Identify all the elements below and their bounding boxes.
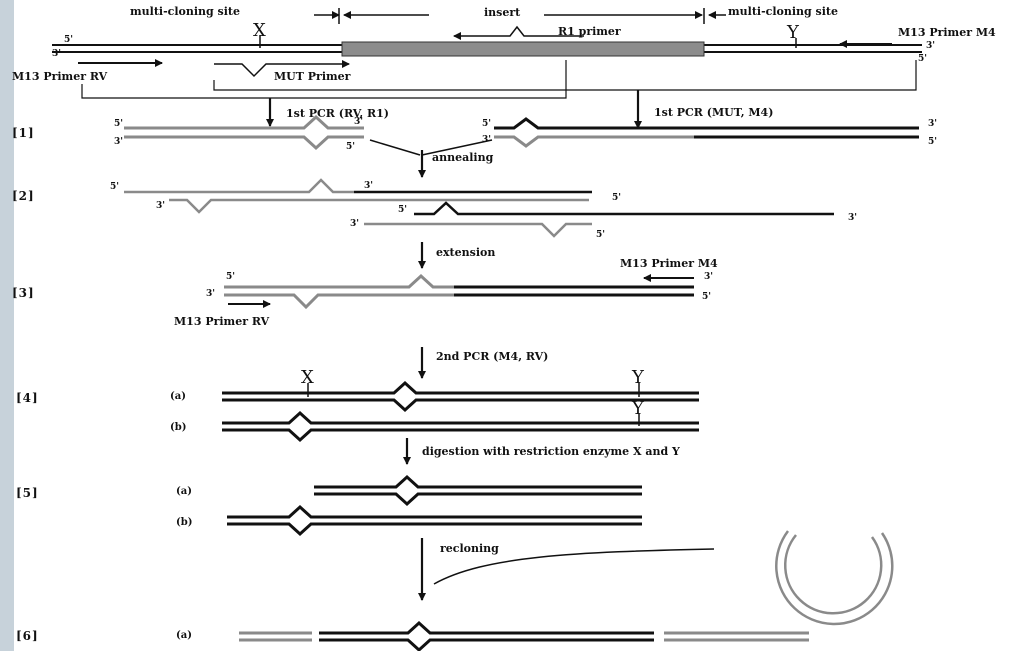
insert-label: insert — [484, 6, 521, 19]
s3-end-3a: 3' — [206, 289, 216, 299]
end-5-top-left: 5' — [64, 35, 74, 45]
step-6-label: [6] — [16, 629, 39, 643]
m13-rv-label: M13 Primer RV — [12, 70, 108, 83]
pcr1-right-label: 1st PCR (MUT, M4) — [654, 106, 774, 119]
r1-primer-label: R1 primer — [558, 25, 621, 38]
vector-map — [52, 8, 922, 129]
step-3-extended — [224, 273, 694, 379]
mutagenesis-diagram: multi-cloning site insert multi-cloning … — [12, 0, 1024, 651]
s3-end-5a: 5' — [226, 272, 236, 282]
s2-end-3b: 3' — [156, 201, 166, 211]
step-6-recloned — [239, 620, 809, 651]
site-y-label: Y — [787, 22, 799, 43]
step-1-label: [1] — [12, 126, 35, 140]
pcr1-left-label: 1st PCR (RV, R1) — [286, 107, 389, 120]
end-3-top-right: 3' — [926, 41, 936, 51]
s4-sub-a: (a) — [170, 391, 186, 402]
s1-end-3c: 3' — [482, 135, 492, 145]
s3-end-5b: 5' — [702, 292, 712, 302]
s1-end-5c: 5' — [482, 119, 492, 129]
s3-rv-label: M13 Primer RV — [174, 315, 270, 328]
step-2-annealed — [124, 178, 834, 269]
annealing-label: annealing — [432, 151, 494, 164]
s3-m4-label: M13 Primer M4 — [620, 257, 718, 270]
diagram-graphics — [52, 8, 922, 651]
step-5-digested — [227, 474, 894, 626]
site-x-label: X — [253, 20, 266, 41]
end-3-top-left: 3' — [52, 49, 62, 59]
s4-site-x: X — [301, 367, 314, 388]
step-4-products — [222, 380, 699, 465]
mut-primer-label: MUT Primer — [274, 70, 351, 83]
end-5-top-right: 5' — [918, 54, 928, 64]
s3-end-3b: 3' — [704, 272, 714, 282]
s4-site-y-b: Y — [632, 398, 644, 419]
step-3-label: [3] — [12, 286, 35, 300]
s2-end-5d: 5' — [596, 230, 606, 240]
s1-end-5a: 5' — [114, 119, 124, 129]
extension-label: extension — [436, 246, 496, 259]
s2-end-5c: 5' — [398, 205, 408, 215]
s1-end-5b: 5' — [346, 142, 356, 152]
s1-end-3a: 3' — [114, 137, 124, 147]
step-5-label: [5] — [16, 486, 39, 500]
digestion-label: digestion with restriction enzyme X and … — [422, 445, 680, 458]
recloning-label: recloning — [440, 542, 499, 555]
s5-sub-a: (a) — [176, 486, 192, 497]
s2-end-5a: 5' — [110, 182, 120, 192]
s2-end-3d: 3' — [350, 219, 360, 229]
insert-box — [341, 41, 705, 57]
s2-end-3a: 3' — [364, 181, 374, 191]
s1-end-5d: 5' — [928, 137, 938, 147]
s2-end-5b: 5' — [612, 193, 622, 203]
step-4-label: [4] — [16, 391, 39, 405]
m13-m4-label: M13 Primer M4 — [898, 26, 996, 39]
pcr2-label: 2nd PCR (M4, RV) — [436, 350, 549, 363]
s1-end-3d: 3' — [928, 119, 938, 129]
s1-end-3b: 3' — [354, 117, 364, 127]
mcs-right-label: multi-cloning site — [728, 5, 838, 18]
s2-end-3c: 3' — [848, 213, 858, 223]
s4-sub-b: (b) — [170, 422, 187, 433]
step-1-products — [124, 114, 919, 178]
s4-site-y-a: Y — [632, 367, 644, 388]
s6-sub-a: (a) — [176, 630, 192, 641]
mcs-left-label: multi-cloning site — [130, 5, 240, 18]
step-2-label: [2] — [12, 189, 35, 203]
s5-sub-b: (b) — [176, 517, 193, 528]
